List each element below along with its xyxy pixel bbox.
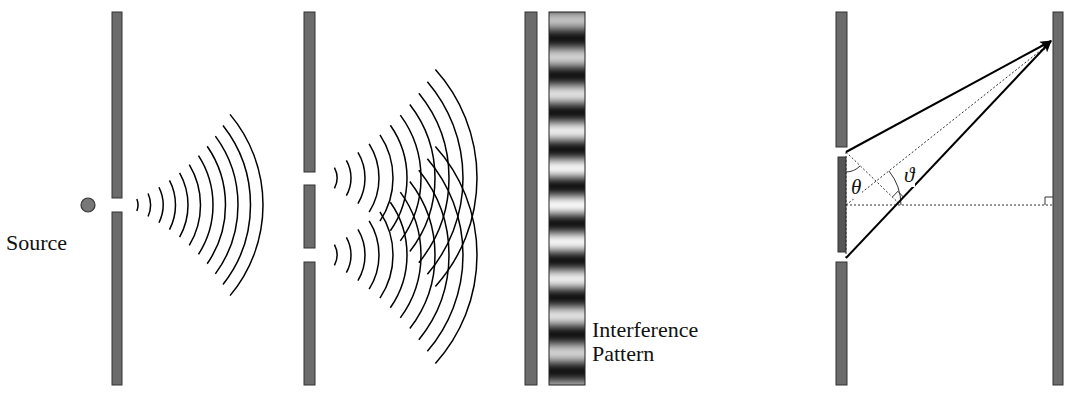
wavefront bbox=[380, 135, 393, 221]
pattern-label: Interference Pattern bbox=[592, 318, 742, 366]
wavefront bbox=[410, 104, 435, 251]
wavefront bbox=[215, 136, 238, 274]
wavefront bbox=[435, 147, 477, 364]
wavefront bbox=[159, 187, 163, 222]
angle-label: θ bbox=[850, 176, 862, 199]
wavefront bbox=[223, 126, 251, 285]
wavefront bbox=[369, 144, 379, 212]
source-dot bbox=[81, 198, 95, 212]
wavefront bbox=[334, 168, 337, 189]
wavefront bbox=[148, 193, 150, 216]
wavefront bbox=[400, 192, 421, 318]
wavefront bbox=[427, 159, 463, 352]
wavefront bbox=[180, 173, 188, 237]
wavefront bbox=[346, 237, 351, 272]
screen bbox=[525, 12, 537, 385]
wavefront bbox=[346, 160, 351, 195]
wavefront bbox=[198, 156, 213, 255]
double-slit bbox=[304, 12, 315, 385]
wavefront bbox=[334, 245, 337, 266]
wavefront bbox=[169, 180, 175, 229]
source-label: Source bbox=[6, 231, 67, 255]
wavefront bbox=[230, 114, 263, 295]
angle-label: ϑ bbox=[903, 164, 915, 187]
wavefront bbox=[400, 115, 421, 241]
wavefront bbox=[358, 229, 365, 280]
wavefront bbox=[189, 165, 200, 246]
wavefront bbox=[207, 146, 225, 264]
wavefront bbox=[137, 199, 138, 211]
wavefront bbox=[358, 152, 365, 203]
wavefront bbox=[410, 181, 435, 328]
interference-pattern bbox=[549, 12, 585, 385]
wavefront bbox=[390, 202, 407, 308]
wavefront bbox=[380, 212, 393, 298]
wavefront bbox=[369, 221, 379, 289]
slit-geometry bbox=[836, 12, 1063, 385]
barrier bbox=[112, 12, 122, 385]
wavefront bbox=[419, 170, 449, 339]
